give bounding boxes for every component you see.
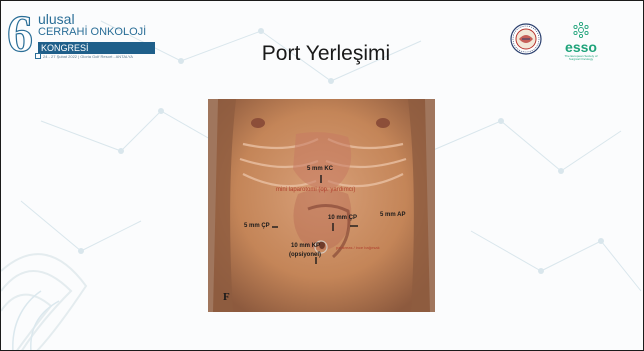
label-5mm-cp: 5 mm ÇP xyxy=(244,223,270,229)
label-opsiyonel: (opsiyonel) xyxy=(289,252,321,258)
port-placement-figure: 5 mm KC mini laparotomi (op. yardımcı) 5… xyxy=(208,99,435,312)
calendar-icon xyxy=(35,53,41,59)
esso-wordmark: esso xyxy=(561,39,601,55)
label-mini-laparotomi: mini laparotomi (op. yardımcı) xyxy=(276,187,355,193)
congress-ulusal: ulusal xyxy=(38,12,155,26)
society-emblem-logo xyxy=(510,23,542,55)
congress-logo: 6 ulusal CERRAHİ ONKOLOJİ KONGRESİ 24 - … xyxy=(7,9,177,64)
congress-number: 6 xyxy=(7,9,33,61)
congress-date-line: 24 - 27 Şubat 2022 | Gloria Golf Resort … xyxy=(43,54,133,59)
figure-panel-letter: F xyxy=(223,291,230,303)
congress-cerrahi: CERRAHİ ONKOLOJİ xyxy=(38,26,155,38)
label-5mm-ap: 5 mm AP xyxy=(380,212,405,218)
label-10mm-cp: 10 mm ÇP xyxy=(328,215,357,221)
label-red-annotation: pankreas / ince bağırsak xyxy=(336,245,380,250)
congress-kongresi: KONGRESİ xyxy=(38,42,155,54)
slide-title: Port Yerleşimi xyxy=(231,42,421,66)
esso-logo: esso The European Society of Surgical On… xyxy=(561,21,601,61)
label-10mm-kp: 10 mm KP xyxy=(291,243,320,249)
abdomen-illustration xyxy=(208,99,435,312)
esso-emblem-icon xyxy=(561,21,601,39)
esso-subtitle: The European Society of Surgical Oncolog… xyxy=(563,55,599,61)
congress-logo-text: ulusal CERRAHİ ONKOLOJİ KONGRESİ xyxy=(38,12,155,56)
label-5mm-kc: 5 mm KC xyxy=(307,166,333,172)
